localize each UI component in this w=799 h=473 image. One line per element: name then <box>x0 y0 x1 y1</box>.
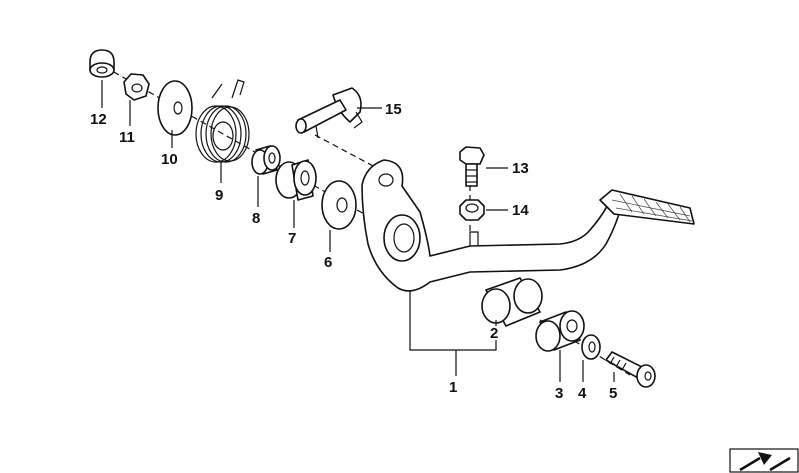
part-14-nut <box>459 199 485 221</box>
part-1-brake-pedal <box>361 159 695 292</box>
part-6-washer <box>321 180 357 230</box>
part-3-bushing <box>535 310 585 352</box>
callout-7: 7 <box>288 230 296 247</box>
callout-2: 2 <box>490 325 498 342</box>
callout-14: 14 <box>512 202 529 219</box>
callout-13: 13 <box>512 160 529 177</box>
callout-labels: 1 2 3 4 5 6 7 8 9 10 11 12 13 14 15 <box>90 101 617 402</box>
part-5-shoulder-bolt <box>605 351 656 388</box>
part-13-bolt <box>459 146 485 187</box>
part-12-cap-nut <box>89 49 115 78</box>
part-8-sleeve <box>251 145 281 175</box>
callout-4: 4 <box>578 385 587 402</box>
callout-5: 5 <box>609 385 617 402</box>
part-2-bushing <box>481 277 543 327</box>
callout-12: 12 <box>90 111 107 128</box>
part-11-hex-nut <box>123 73 150 101</box>
callout-3: 3 <box>555 385 563 402</box>
callout-9: 9 <box>215 187 223 204</box>
part-9-torsion-spring <box>195 79 250 163</box>
callout-6: 6 <box>324 254 332 271</box>
callout-11: 11 <box>119 129 135 146</box>
leader-lines <box>101 80 615 382</box>
callout-15: 15 <box>385 101 402 118</box>
pedal-pad-grip <box>611 193 693 223</box>
part-10-washer <box>157 80 193 136</box>
callout-8: 8 <box>252 210 260 227</box>
part-7-flanged-bushing <box>275 159 317 201</box>
callout-10: 10 <box>161 151 178 168</box>
callout-1: 1 <box>449 379 457 396</box>
part-15-clevis-pin <box>295 87 363 139</box>
arrow-diagonal-icon[interactable] <box>729 448 799 473</box>
part-4-washer <box>581 334 601 360</box>
